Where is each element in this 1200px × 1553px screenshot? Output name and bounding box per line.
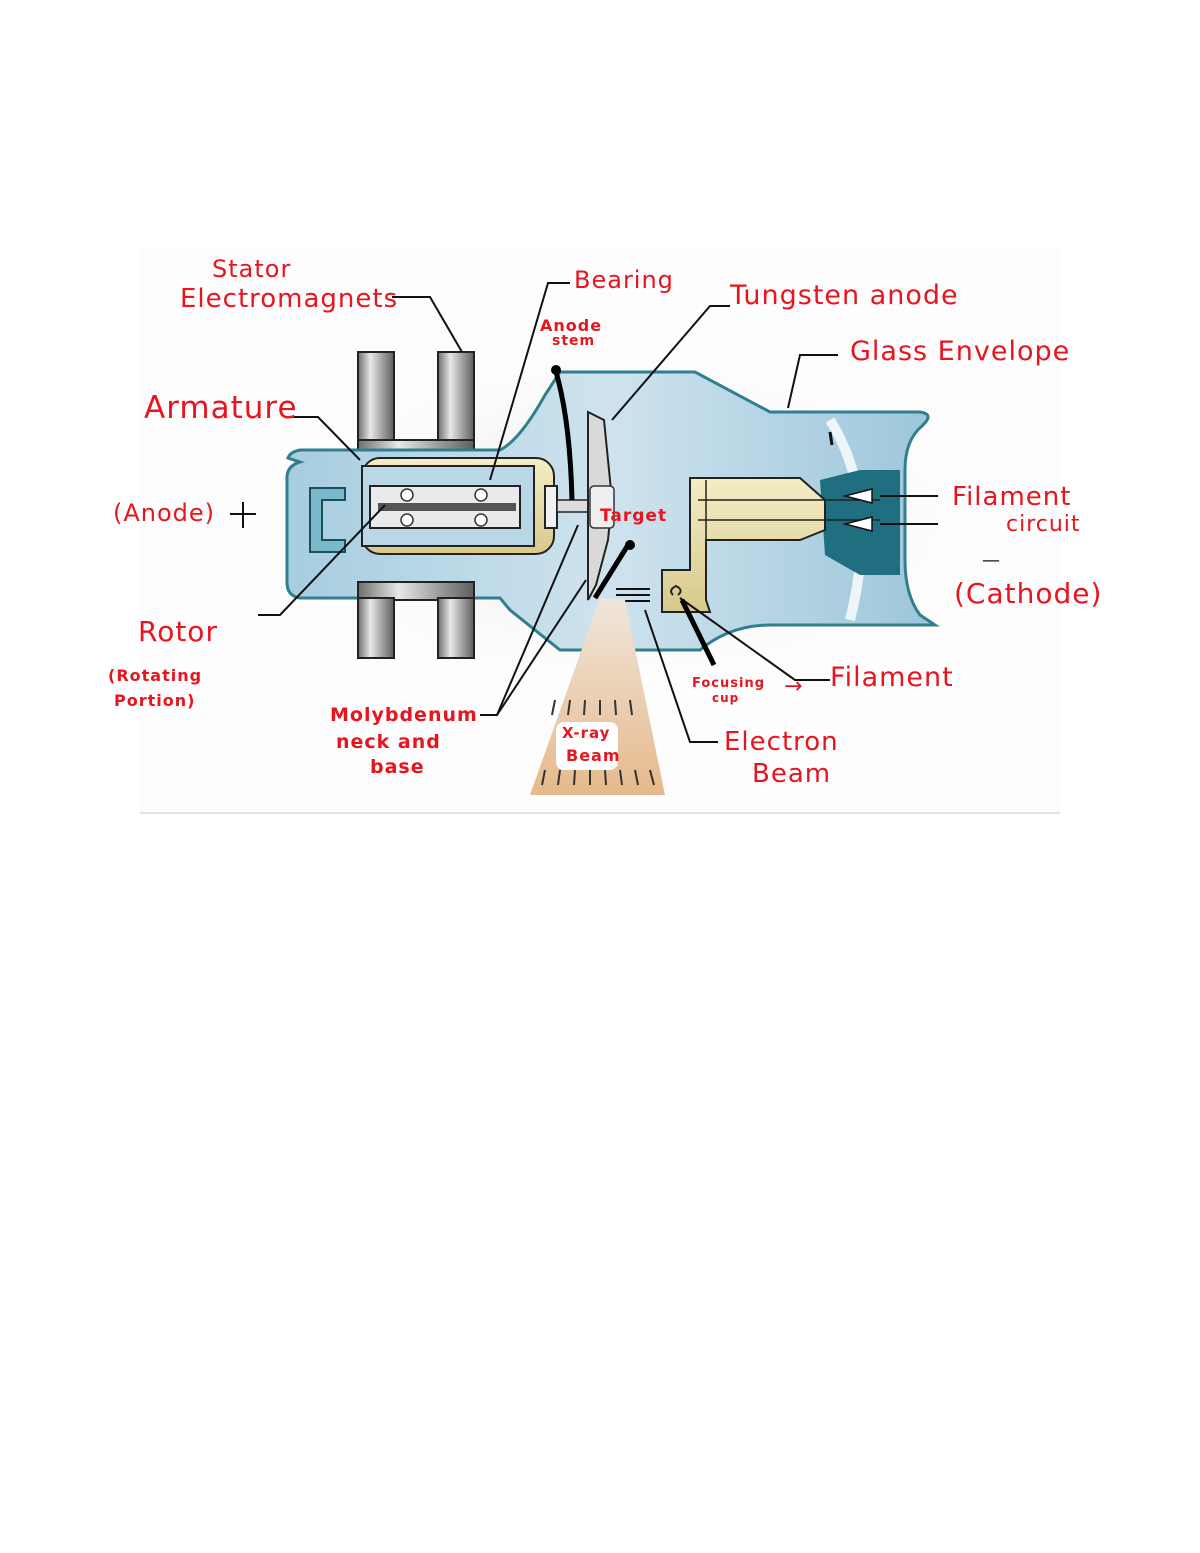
xray-label-background — [556, 722, 618, 770]
label-molybdenum-1: Molybdenum — [330, 704, 478, 726]
label-filament-circuit-1: Filament — [952, 482, 1072, 512]
focusing-arrow-icon: → — [784, 674, 804, 699]
label-rotor: Rotor — [138, 615, 218, 648]
anode-stem-collar — [544, 485, 558, 529]
label-anode-stem-2: stem — [552, 333, 596, 349]
stator-electromagnets-bottom — [357, 581, 475, 659]
label-target: Target — [600, 506, 668, 526]
label-armature: Armature — [144, 390, 298, 426]
label-stator: Stator — [212, 255, 292, 283]
leader-lines — [258, 282, 938, 743]
bearing-balls — [400, 488, 488, 527]
label-rotating-1: (Rotating — [108, 666, 203, 685]
label-rotating-2: Portion) — [114, 691, 196, 710]
label-focusing-2: cup — [712, 691, 740, 705]
label-xray-1: X-ray — [562, 724, 611, 742]
xray-beam-hatching — [541, 699, 655, 786]
anode-hub — [589, 485, 615, 529]
label-filament: Filament — [830, 662, 954, 693]
label-electron-1: Electron — [724, 727, 839, 757]
label-electromagnets: Electromagnets — [180, 284, 399, 314]
cathode-assembly — [661, 477, 826, 613]
figure-bottom-border — [140, 812, 1060, 814]
label-filament-circuit-2: circuit — [1006, 512, 1081, 537]
anode-end-cap — [309, 487, 346, 553]
filament-coil — [670, 584, 682, 596]
label-anode: (Anode) — [113, 499, 216, 527]
rotor-shaft — [378, 503, 516, 511]
glass-tick — [828, 431, 834, 446]
label-anode-stem-1: Anode — [540, 316, 603, 335]
filament-circuit-terminals — [842, 488, 873, 532]
heavy-arrows — [553, 371, 717, 667]
label-bearing: Bearing — [574, 266, 674, 294]
label-tungsten-anode: Tungsten anode — [730, 280, 959, 311]
label-electron-2: Beam — [752, 759, 832, 789]
label-cathode: (Cathode) — [954, 577, 1103, 610]
cathode-minus-icon: — — [982, 550, 1001, 571]
anode-plus-icon — [230, 502, 256, 528]
label-molybdenum-3: base — [370, 756, 425, 778]
label-glass-envelope: Glass Envelope — [850, 336, 1071, 367]
label-focusing-1: Focusing — [692, 676, 765, 691]
label-xray-2: Beam — [566, 746, 621, 765]
label-molybdenum-2: neck and — [336, 731, 441, 753]
